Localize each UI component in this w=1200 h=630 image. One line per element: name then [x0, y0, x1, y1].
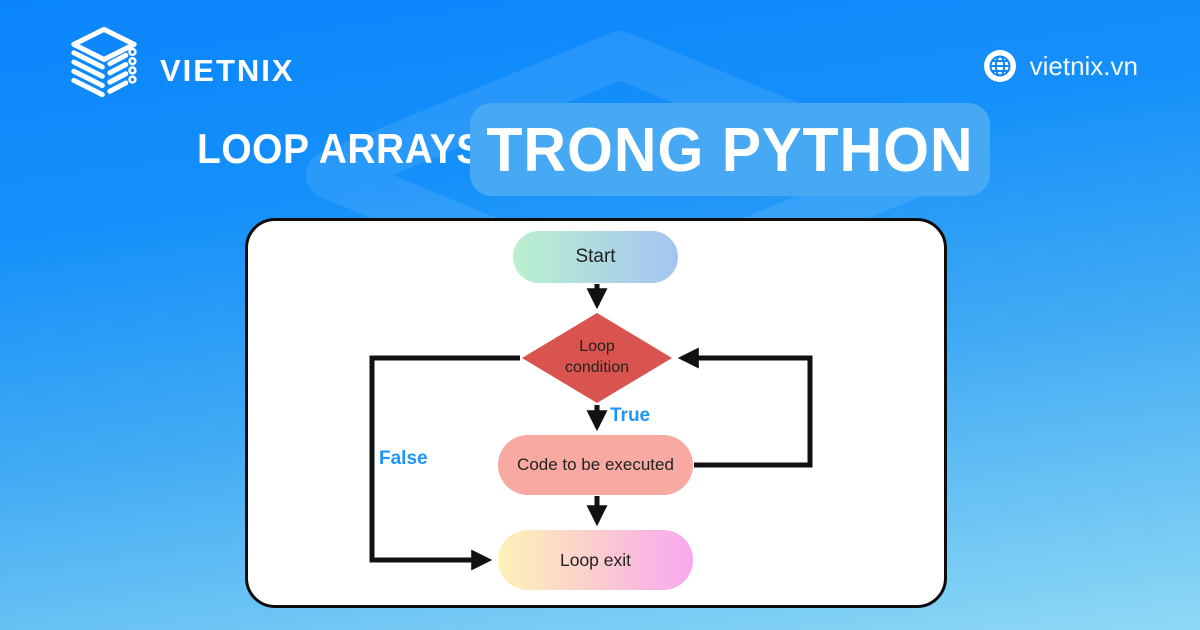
header: VIETNIX vietnix.vn	[0, 0, 1200, 100]
brand-logo: VIETNIX	[62, 26, 295, 98]
stacked-layers-icon	[71, 26, 137, 98]
flowchart-node-body: Code to be executed	[498, 435, 693, 495]
branch-label-false: False	[379, 448, 428, 469]
website-url: vietnix.vn	[1029, 50, 1138, 81]
flowchart: Start Loop condition Code to be executed…	[248, 221, 944, 605]
flowchart-node-condition: Loop condition	[522, 313, 672, 403]
title-prefix: LOOP ARRAYS	[197, 125, 483, 173]
title-highlight-box: TRONG PYTHON	[470, 103, 990, 196]
flowchart-card: Start Loop condition Code to be executed…	[245, 218, 947, 608]
title-row: LOOP ARRAYS TRONG PYTHON	[0, 103, 1200, 196]
globe-icon	[983, 50, 1016, 82]
website-badge: vietnix.vn	[982, 48, 1138, 84]
brand-name: VIETNIX	[160, 53, 295, 88]
condition-text: Loop condition	[564, 338, 630, 376]
flowchart-node-exit: Loop exit	[498, 530, 693, 590]
flowchart-node-start: Start	[513, 231, 678, 283]
branch-label-true: True	[610, 405, 651, 426]
flowchart-arrows	[369, 284, 813, 571]
title-highlight-text: TRONG PYTHON	[486, 114, 974, 185]
